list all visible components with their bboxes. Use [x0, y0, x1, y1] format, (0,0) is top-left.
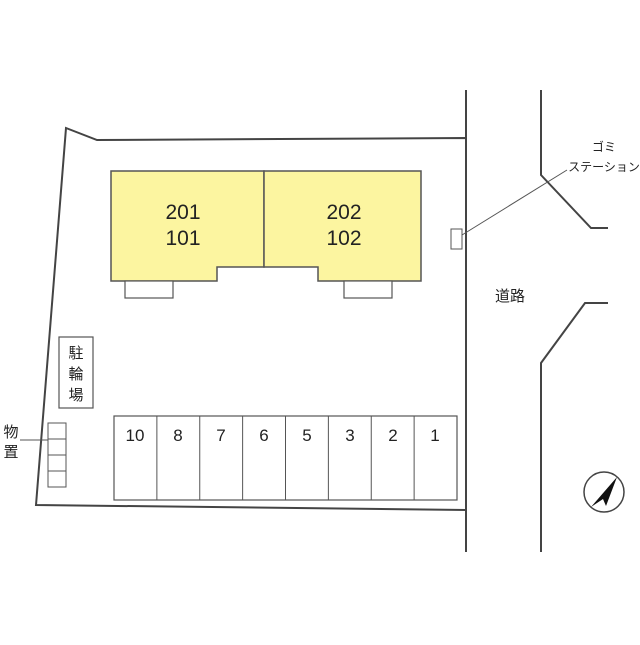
porch-1	[124, 280, 174, 299]
parking-space-3: 3	[345, 426, 354, 445]
building-2	[263, 170, 422, 282]
unit-101: 101	[165, 227, 200, 250]
bicycle-parking-char-1: 駐	[68, 345, 83, 362]
parking-space-5: 5	[302, 426, 311, 445]
bicycle-parking-char-2: 輪	[68, 366, 83, 383]
road-label: 道路	[495, 288, 525, 305]
north-arrow-icon	[583, 471, 625, 513]
garbage-station-box	[450, 228, 463, 250]
building-1	[110, 170, 265, 282]
parking-dividers	[156, 416, 415, 500]
bicycle-parking-char-3: 場	[68, 387, 83, 404]
parking-space-7: 7	[216, 426, 225, 445]
unit-201: 201	[165, 201, 200, 224]
garbage-station-leader	[461, 169, 568, 236]
road-edge-east-south	[540, 302, 608, 552]
parking-space-1: 1	[430, 426, 439, 445]
road-edge-east-north	[540, 90, 608, 229]
storage-box-1	[47, 422, 67, 440]
storage-box-4	[47, 470, 67, 488]
porch-2	[343, 280, 393, 299]
storage-box-3	[47, 454, 67, 472]
unit-102: 102	[326, 227, 361, 250]
parking-space-10: 10	[126, 426, 145, 445]
bicycle-parking	[58, 336, 94, 409]
storage-box-2	[47, 438, 67, 456]
storage-char-2: 置	[3, 444, 18, 461]
garbage-station-label-2: ステーション	[568, 160, 640, 174]
parking-space-8: 8	[173, 426, 182, 445]
storage-char-1: 物	[3, 424, 18, 441]
parking-space-2: 2	[388, 426, 397, 445]
garbage-station-label-1: ゴミ	[592, 139, 616, 154]
unit-202: 202	[326, 201, 361, 224]
parking-space-6: 6	[259, 426, 268, 445]
